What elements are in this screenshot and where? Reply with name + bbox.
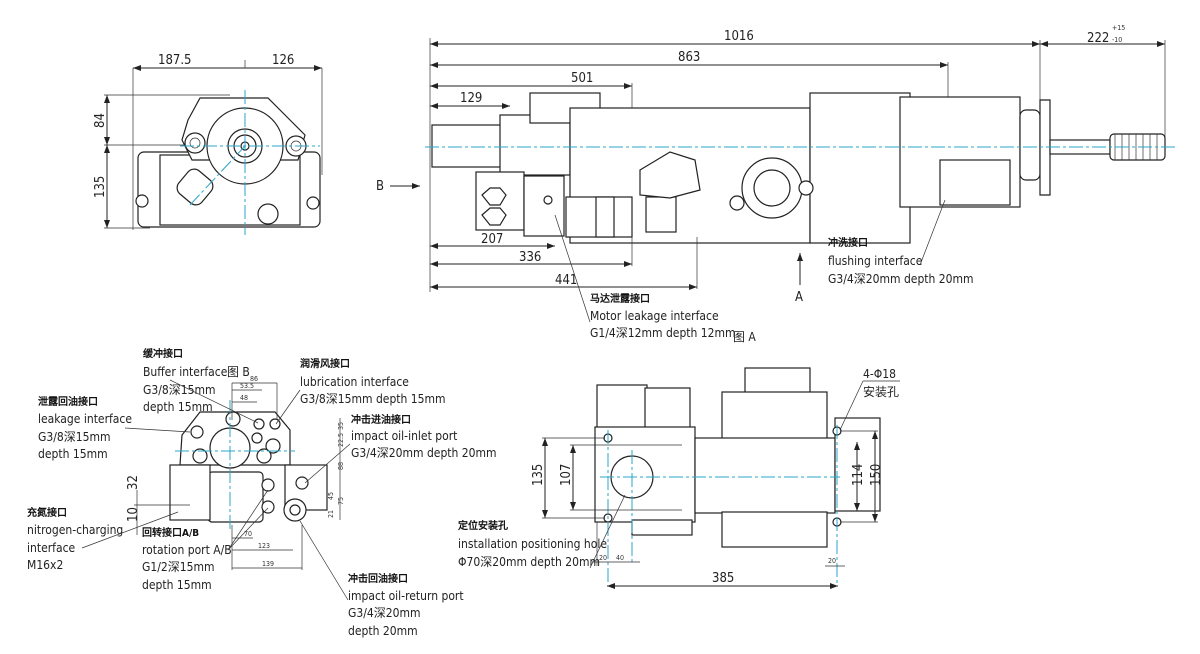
view-b-arrow: B — [376, 179, 420, 194]
dim-1016: 1016 — [724, 29, 754, 44]
dim-501: 501 — [571, 71, 593, 86]
dim-35: 35 — [337, 422, 345, 430]
dim-135-plan: 135 — [531, 464, 546, 486]
dim-22-5: 22.5 — [337, 433, 345, 447]
lubrication-en: lubrication interface — [300, 375, 409, 389]
dim-135: 135 — [93, 176, 108, 198]
nitrogen-en-2: interface — [27, 541, 76, 555]
dim-48: 48 — [240, 394, 248, 402]
caption-view-a: 图 A — [733, 330, 756, 344]
nitrogen-spec: M16x2 — [27, 558, 63, 572]
dim-107: 107 — [559, 464, 574, 486]
motor-leakage-spec: G1/4深12mm depth 12mm — [590, 326, 736, 340]
positioning-cn: 定位安装孔 — [458, 519, 508, 532]
plan-view: 135 107 114 150 385 20 40 20 4-Φ18 安装孔 定… — [458, 367, 900, 589]
buffer-en: Buffer interface — [143, 365, 228, 379]
leakage-cn: 泄露回油接口 — [38, 395, 98, 408]
arrow-b-label: B — [376, 179, 384, 194]
dim-207: 207 — [481, 232, 503, 247]
rotation-spec: G1/2深15mm — [142, 560, 215, 574]
leakage-spec: G3/8深15mm — [38, 430, 111, 444]
dim-21: 21 — [327, 510, 335, 518]
impact-inlet-en: impact oil-inlet port — [351, 429, 457, 443]
impact-inlet-cn: 冲击进油接口 — [351, 413, 411, 426]
flushing-cn: 冲洗接口 — [828, 236, 868, 249]
dim-441: 441 — [555, 273, 577, 288]
dim-336: 336 — [519, 250, 541, 265]
view-b: 86 53.5 48 32 10 70 123 139 35 22.5 88 4… — [27, 347, 497, 638]
dim-222-tol-lower: -10 — [1112, 36, 1122, 44]
dim-187-5: 187.5 — [158, 53, 191, 68]
dim-222-tol-upper: +15 — [1112, 24, 1125, 32]
positioning-spec: Φ70深20mm depth 20mm — [458, 555, 600, 569]
positioning-en: installation positioning hole — [458, 537, 607, 551]
dim-40: 40 — [616, 554, 624, 562]
mount-holes-cn: 安装孔 — [863, 384, 899, 399]
leakage-en: leakage interface — [38, 412, 132, 426]
dim-84: 84 — [93, 113, 108, 128]
leakage-depth: depth 15mm — [38, 447, 108, 461]
dim-20-right: 20 — [828, 557, 836, 565]
dim-114: 114 — [851, 464, 866, 486]
dim-32: 32 — [126, 475, 141, 490]
dim-385: 385 — [712, 571, 734, 586]
impact-return-en: impact oil-return port — [348, 589, 464, 603]
dim-129: 129 — [460, 91, 482, 106]
dim-139: 139 — [262, 560, 274, 568]
nitrogen-cn: 充氮接口 — [27, 506, 67, 519]
dim-20-left: 20 — [599, 554, 607, 562]
motor-leakage-cn: 马达泄露接口 — [590, 292, 650, 305]
dim-10: 10 — [126, 507, 141, 522]
dim-123: 123 — [258, 542, 270, 550]
mount-holes-spec: 4-Φ18 — [863, 367, 896, 381]
dim-53-5: 53.5 — [240, 382, 254, 390]
side-view: 1016 222 +15 -10 863 501 129 — [425, 24, 1178, 344]
dim-150: 150 — [869, 464, 884, 486]
nitrogen-en: nitrogen-charging — [27, 523, 123, 537]
dim-222: 222 — [1087, 31, 1109, 46]
arrow-a-label: A — [795, 290, 803, 305]
dim-45: 45 — [327, 492, 335, 500]
rotation-en: rotation port A/B — [142, 543, 232, 557]
flushing-spec: G3/4深20mm depth 20mm — [828, 272, 974, 286]
front-view: 187.5 126 84 135 — [93, 53, 323, 235]
dim-126: 126 — [272, 53, 294, 68]
lubrication-spec: G3/8深15mm depth 15mm — [300, 392, 446, 406]
impact-return-cn: 冲击回油接口 — [348, 572, 408, 585]
dim-75: 75 — [337, 497, 345, 505]
rotation-depth: depth 15mm — [142, 578, 212, 592]
flushing-en: flushing interface — [828, 254, 923, 268]
caption-view-b: 图 B — [227, 365, 250, 379]
dim-88: 88 — [337, 462, 345, 470]
rotation-cn: 回转接口A/B — [142, 526, 199, 539]
impact-return-depth: depth 20mm — [348, 624, 418, 638]
motor-leakage-en: Motor leakage interface — [590, 309, 719, 323]
dim-70: 70 — [244, 530, 252, 538]
dim-86: 86 — [250, 375, 258, 383]
buffer-depth: depth 15mm — [143, 400, 213, 414]
impact-inlet-spec: G3/4深20mm depth 20mm — [351, 446, 497, 460]
buffer-spec: G3/8深15mm — [143, 383, 216, 397]
lubrication-cn: 润滑风接口 — [300, 357, 350, 370]
dim-863: 863 — [678, 50, 700, 65]
impact-return-spec: G3/4深20mm — [348, 606, 421, 620]
buffer-cn: 缓冲接口 — [142, 347, 183, 360]
